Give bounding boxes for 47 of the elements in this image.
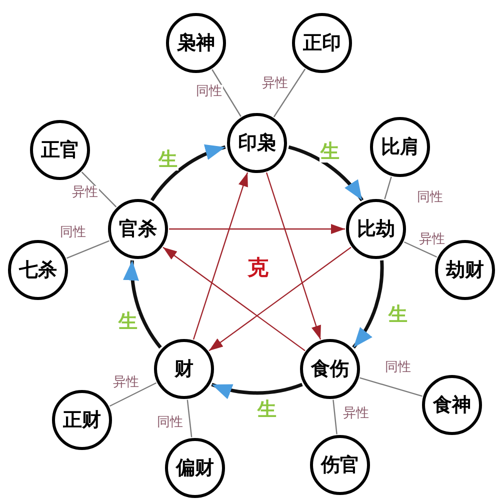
main-circle: 官杀 [108,199,168,259]
outer-circle: 伤官 [310,435,370,495]
edge-label: 同性 [156,416,184,430]
arrow [288,145,364,202]
outer-circle: 食神 [422,375,482,435]
edge-label: 同性 [384,360,412,376]
edge-label: 异性 [71,186,99,200]
arrow [208,246,352,352]
connector-line [273,68,306,118]
edge-label: 生 [320,142,340,162]
main-circle: 比劫 [346,199,406,259]
edge-label: 同性 [59,226,87,240]
connector-line [212,69,242,117]
main-circle: 财 [154,339,214,399]
edge-label: 生 [158,150,178,170]
connector-line [109,382,157,407]
arrow [211,382,303,398]
connector-line [66,240,110,259]
outer-circle: 枭神 [166,13,226,73]
main-circle: 印枭 [227,113,287,173]
center-label: 克 [246,256,270,280]
main-circle: 食伤 [300,339,360,399]
outer-circle: 正印 [292,13,352,73]
arrow [162,246,306,352]
connector-line [360,377,422,397]
edge-label: 异性 [342,406,370,422]
connector-line [384,176,392,200]
arrow [169,224,345,234]
connector-line [81,172,117,208]
outer-circle: 七杀 [8,240,68,300]
arrow [266,172,322,340]
outer-circle: 正财 [52,390,112,450]
edge-label: 异性 [418,232,446,248]
arrow [124,260,162,349]
outer-circle: 比肩 [370,117,430,177]
connector-line [332,400,338,434]
outer-circle: 偏财 [165,438,225,498]
connector-line [404,241,438,258]
arrow [192,172,248,340]
arrow [352,260,384,349]
edge-label: 异性 [112,376,140,390]
outer-circle: 正官 [30,120,90,180]
edge-label: 同性 [195,84,223,100]
edge-label: 同性 [416,190,444,206]
edge-label: 异性 [261,76,289,92]
connector-line [186,400,192,438]
arrow [150,145,226,202]
